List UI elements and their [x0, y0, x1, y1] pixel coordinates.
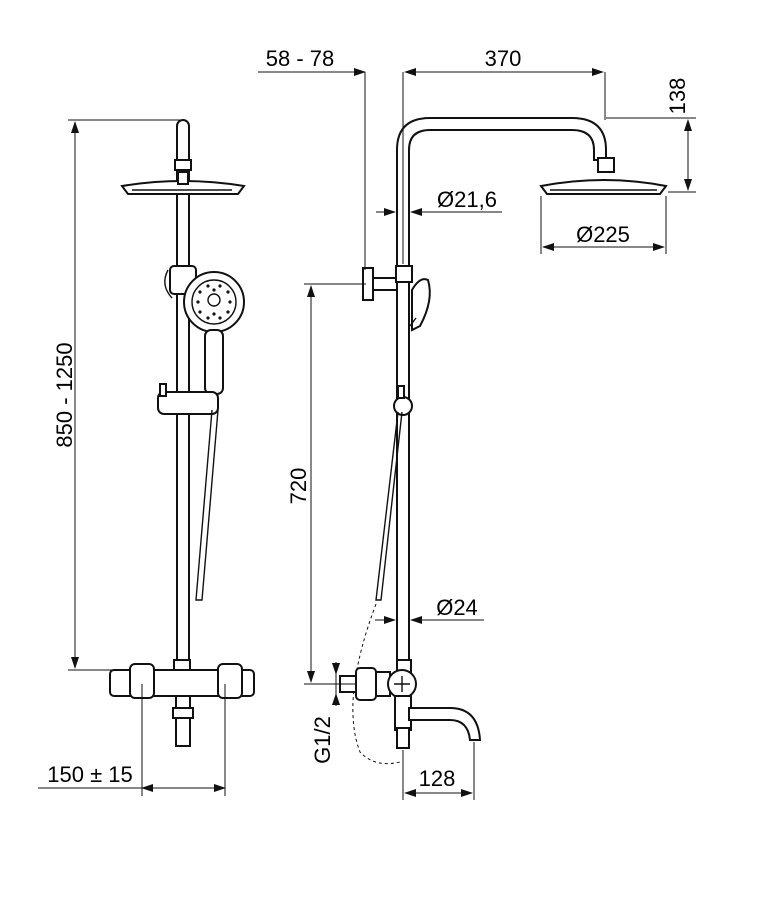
- side-holder-clip: [393, 385, 413, 416]
- side-thermostatic-mixer: [339, 659, 417, 749]
- label-thread: G1/2: [310, 716, 335, 764]
- side-hand-shower: [409, 278, 431, 332]
- front-hose: [195, 409, 219, 601]
- side-hose: [375, 411, 403, 601]
- front-shower-head: [120, 171, 246, 195]
- side-shower-head: [539, 179, 668, 195]
- label-spout-length: 128: [419, 766, 456, 791]
- side-riser-and-arm: [396, 117, 607, 661]
- label-arm-length: 370: [485, 46, 522, 71]
- side-bath-spout: [408, 707, 482, 741]
- front-view: [38, 119, 255, 796]
- label-height-range: 850 - 1250: [52, 342, 77, 447]
- side-hose-dashed: [352, 603, 401, 765]
- front-riser-joint: [174, 159, 192, 171]
- label-head-diameter: Ø225: [576, 222, 630, 247]
- label-offset-range: 58 - 78: [266, 46, 335, 71]
- label-holder-height: 720: [286, 468, 311, 505]
- label-pipe-diameter-bottom: Ø24: [436, 595, 478, 620]
- front-hand-shower: [183, 271, 245, 395]
- front-thermostatic-mixer: [109, 659, 255, 747]
- side-wall-bracket: [362, 265, 413, 301]
- label-head-drop: 138: [665, 78, 690, 115]
- label-centre-distance: 150 ± 15: [47, 762, 132, 787]
- label-pipe-diameter-top: Ø21,6: [437, 187, 497, 212]
- side-view: [258, 68, 696, 800]
- front-lower-bracket: [157, 383, 219, 415]
